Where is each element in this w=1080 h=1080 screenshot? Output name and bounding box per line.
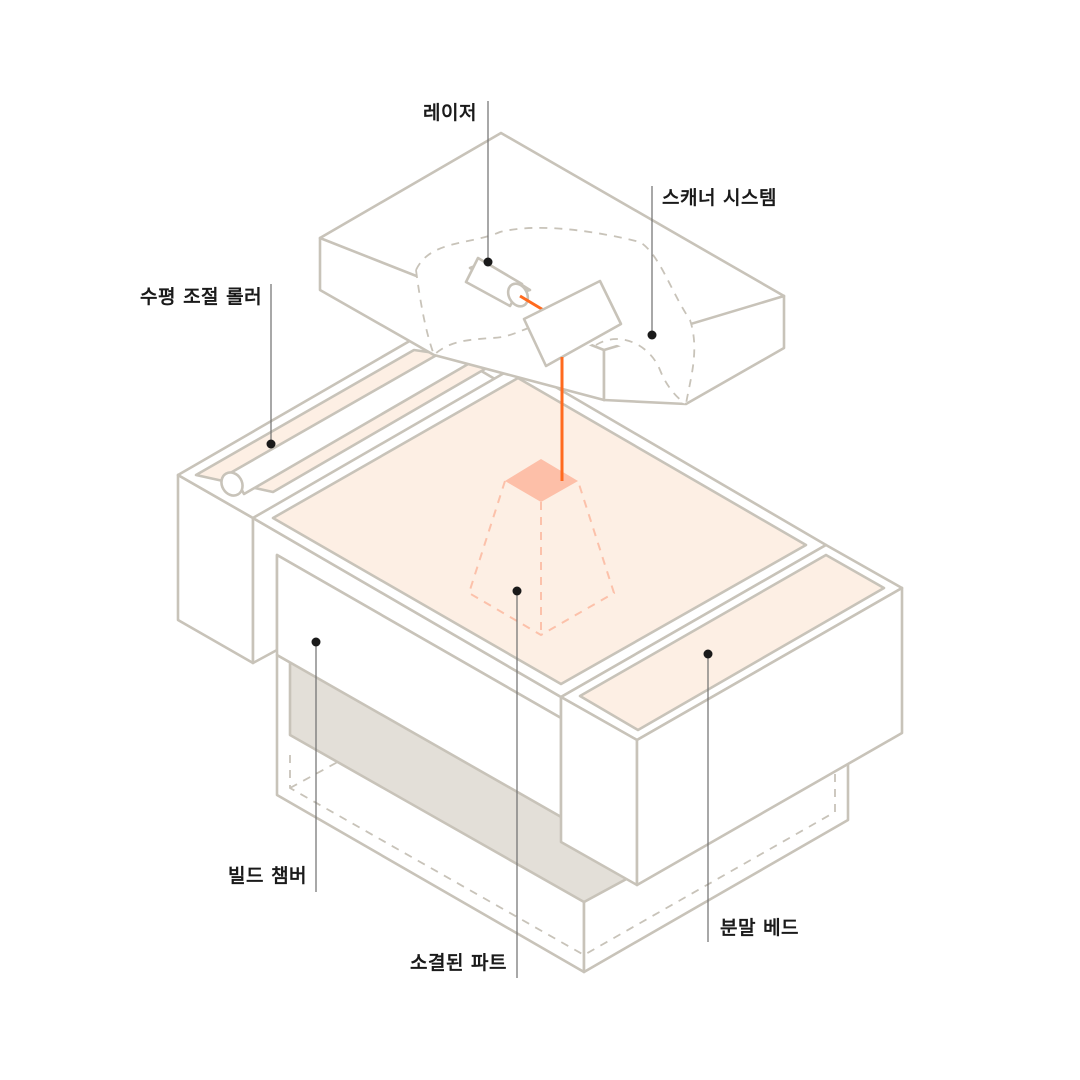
main-frame <box>251 363 828 832</box>
sintered-layer-top <box>505 459 578 502</box>
leader-lines <box>266 101 713 978</box>
laser-beam-horizontal <box>519 294 546 313</box>
scanner-mirror <box>522 279 623 481</box>
label-scanner-system: 스캐너 시스템 <box>662 187 777 209</box>
laser-module <box>464 256 546 313</box>
label-sintered-part: 소결된 파트 <box>410 952 508 974</box>
label-build-chamber: 빌드 챔버 <box>228 865 308 887</box>
label-leveling-roller: 수평 조절 롤러 <box>140 286 263 308</box>
label-laser: 레이저 <box>423 102 477 124</box>
label-powder-bed: 분말 베드 <box>720 917 800 939</box>
powder-bed-box <box>559 543 904 887</box>
sintered-part <box>467 459 616 637</box>
